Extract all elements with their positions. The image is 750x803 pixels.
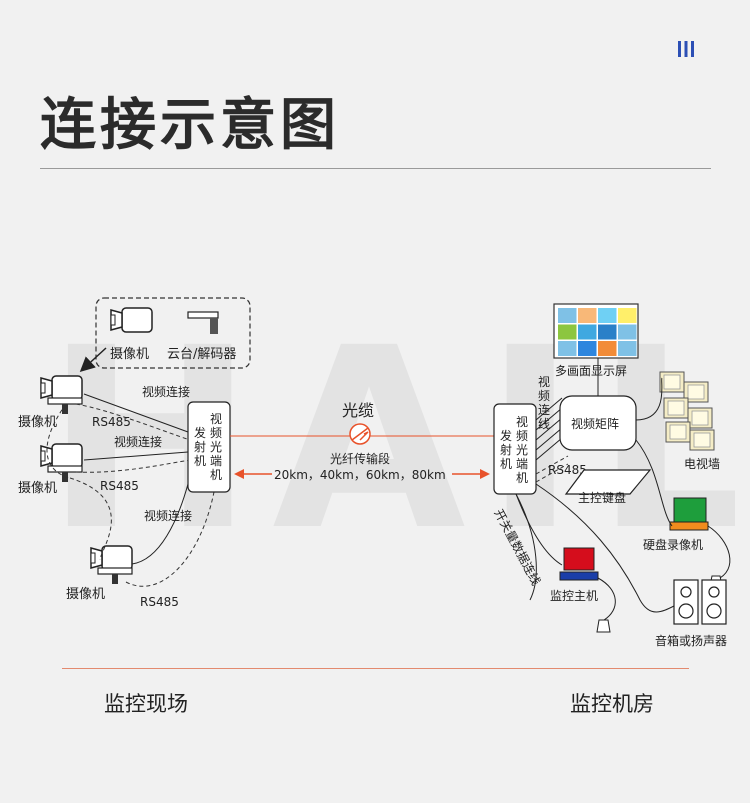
- keyboard-icon: [564, 469, 652, 495]
- display-cell: [558, 341, 577, 356]
- room-rs485-label: RS485: [548, 463, 587, 477]
- keyboard-label: 主控键盘: [578, 490, 626, 505]
- display-cell: [598, 308, 617, 323]
- rs485-label-3: RS485: [140, 595, 179, 609]
- matrix-label: 视频矩阵: [571, 416, 619, 431]
- camera-icon-3: [90, 545, 133, 585]
- legend-ptz-label: 云台/解码器: [167, 347, 236, 362]
- room-receiver: [493, 403, 537, 495]
- video-line-char-4: 线: [538, 417, 550, 431]
- tv-wall-label: 电视墙: [684, 456, 720, 471]
- display-label: 多画面显示屏: [555, 364, 627, 378]
- receiver-char-1: 视: [516, 414, 528, 429]
- speaker-label: 音箱或扬声器: [655, 633, 727, 648]
- display-cell: [578, 341, 597, 356]
- video-conn-label-3: 视频连接: [144, 508, 192, 523]
- site-transmitter: [187, 401, 231, 493]
- legend-camera-label: 摄像机: [110, 347, 149, 362]
- video-conn-label-2: 视频连接: [114, 434, 162, 449]
- transmitter-char-5: 机: [210, 468, 222, 482]
- page-title: 连接示意图: [40, 93, 340, 158]
- dvr-label: 硬盘录像机: [643, 537, 703, 552]
- display-cell: [558, 324, 577, 340]
- display-cell: [598, 341, 617, 356]
- display-cell: [578, 308, 597, 323]
- camera-label-3: 摄像机: [66, 587, 105, 602]
- fiber-connector-icon: [349, 423, 371, 445]
- menu-icon[interactable]: [676, 40, 696, 58]
- footer-divider: [62, 668, 689, 669]
- speaker-icon: [673, 579, 727, 625]
- control-room-label: 监控机房: [570, 692, 654, 716]
- title-divider: [40, 168, 711, 169]
- site-section-label: 监控现场: [104, 692, 188, 716]
- receiver-char-5: 机: [516, 471, 528, 485]
- camera-label-1: 摄像机: [18, 415, 57, 430]
- switch-data-label: 开关量数据连线: [491, 506, 544, 587]
- transmitter-side-3: 机: [194, 454, 206, 468]
- transmitter-char-3: 光: [210, 440, 222, 454]
- video-line-char-2: 频: [538, 389, 550, 403]
- receiver-side-2: 射: [500, 442, 512, 457]
- monitor-host-icon: [559, 547, 599, 581]
- display-cell: [558, 308, 577, 323]
- fiber-distance-label: 20km，40km，60km，80km: [274, 468, 446, 482]
- transmitter-char-2: 频: [210, 426, 222, 440]
- dvr-icon: [669, 497, 709, 531]
- multi-screen-display-icon: [553, 303, 639, 359]
- display-cell: [618, 324, 637, 340]
- camera-label-2: 摄像机: [18, 481, 57, 496]
- receiver-char-3: 光: [516, 443, 528, 457]
- host-label: 监控主机: [550, 589, 598, 603]
- transmitter-char-4: 端: [210, 454, 222, 468]
- display-cell: [578, 324, 597, 340]
- fiber-cable-label: 光缆: [342, 401, 374, 420]
- tv-wall-icon: [659, 371, 715, 451]
- rs485-label-2: RS485: [100, 479, 139, 493]
- receiver-char-4: 端: [516, 457, 528, 471]
- receiver-char-2: 频: [516, 429, 528, 443]
- legend-box: [95, 297, 251, 369]
- display-cell: [618, 341, 637, 356]
- rs485-label-1: RS485: [92, 415, 131, 429]
- receiver-side-3: 机: [500, 457, 512, 471]
- transmitter-side-2: 射: [194, 439, 206, 454]
- fiber-segment-label: 光纤传输段: [330, 451, 390, 466]
- camera-icon-1: [40, 375, 83, 415]
- video-conn-label-1: 视频连接: [142, 384, 190, 399]
- receiver-side-1: 发: [500, 428, 512, 443]
- display-cell: [598, 324, 617, 340]
- video-line-char-1: 视: [538, 374, 550, 389]
- transmitter-char-1: 视: [210, 411, 222, 426]
- video-line-char-3: 连: [538, 402, 550, 417]
- ptz-icon: [187, 311, 219, 334]
- display-cell: [618, 308, 637, 323]
- transmitter-side-1: 发: [194, 425, 206, 440]
- legend-camera-icon: [110, 307, 153, 333]
